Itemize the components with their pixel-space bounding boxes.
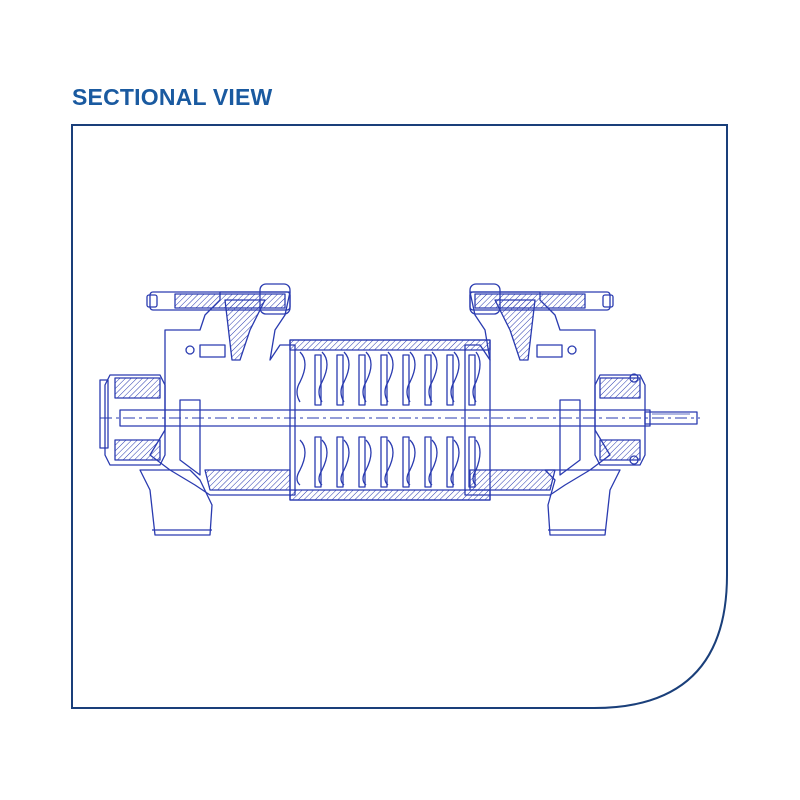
right-foot xyxy=(544,469,621,536)
pump-sectional-drawing xyxy=(99,283,700,536)
left-bearing-housing xyxy=(104,374,166,466)
suction-casing xyxy=(149,291,296,496)
impeller-stages xyxy=(296,351,481,488)
pump-shaft xyxy=(119,409,651,427)
section-title: SECTIONAL VIEW xyxy=(72,84,273,110)
left-coupling xyxy=(99,379,109,449)
drawing-frame xyxy=(71,124,728,709)
left-foot xyxy=(139,469,213,536)
right-bearing-housing xyxy=(594,374,646,466)
discharge-casing xyxy=(464,291,611,496)
